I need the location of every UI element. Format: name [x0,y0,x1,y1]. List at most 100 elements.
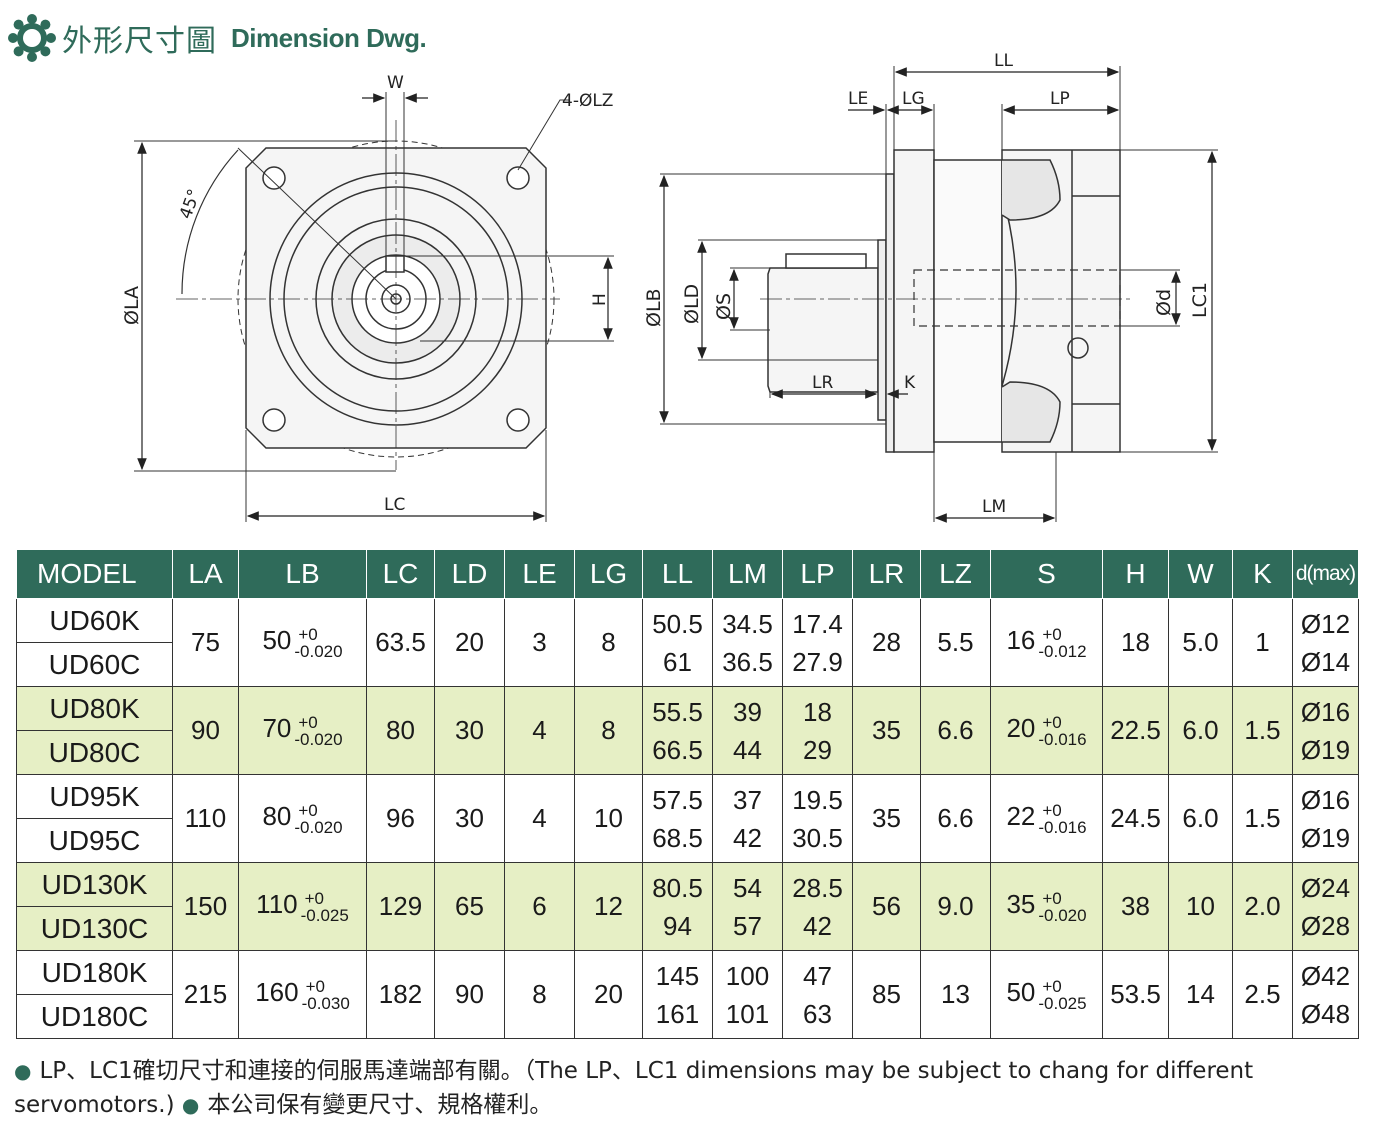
le-cell: 4 [504,686,575,775]
lp-value-k: 47 [803,960,832,991]
lm-value-c: 44 [733,734,762,765]
note-dimension-disclaimer: LP、LC1確切尺寸和連接的伺服馬達端部有關。（The LP、LC1 dimen… [14,1058,1254,1118]
tol-minus: -0.016 [1038,817,1087,837]
lp-value-k: 19.5 [792,784,843,815]
side-label-le: LE [848,89,868,109]
table-header-row: MODEL LA LB LC LD LE LG LL LM LP LR LZ S… [16,549,1359,599]
lm-value-k: 34.5 [722,608,773,639]
k-cell: 2.0 [1232,862,1293,951]
d-value-c: Ø19 [1300,734,1351,765]
side-label-ll: LL [994,51,1013,71]
lr-cell: 28 [852,598,921,687]
s-value: 50 [1006,977,1036,1008]
tol-plus: +0 [1042,624,1062,644]
le-cell: 6 [504,862,575,951]
lb-value: 80 [262,801,292,832]
d-value-c: Ø28 [1300,910,1351,941]
lp-value-c: 27.9 [792,646,843,677]
tol-minus: -0.025 [300,905,349,925]
k-cell: 1.5 [1232,774,1293,863]
s-value: 16 [1006,625,1036,656]
lm-value-c: 101 [725,998,770,1029]
lz-cell: 6.6 [920,686,991,775]
lm-value-k: 37 [733,784,762,815]
front-label-h: H [590,293,610,306]
table-row: UD60C [16,642,1359,687]
lb-tolerance: +0-0.020 [294,626,342,660]
lb-value: 50 [262,625,292,656]
s-tolerance: +0-0.016 [1038,802,1086,836]
lc-cell: 129 [366,862,435,951]
side-label-lc1: LC1 [1189,282,1211,318]
front-label-la: ØLA [121,286,143,325]
d-value-k: Ø42 [1300,960,1351,991]
ld-cell: 30 [434,774,505,863]
tol-plus: +0 [298,712,318,732]
tol-minus: -0.020 [1038,905,1087,925]
table-row: UD80C [16,730,1359,775]
model-cell: UD180C [16,994,173,1039]
tol-minus: -0.030 [301,993,350,1013]
lg-cell: 10 [574,774,643,863]
lp-value-c: 29 [803,734,832,765]
front-label-lc: LC [384,495,405,515]
model-cell: UD80C [16,730,173,775]
side-label-lm: LM [982,497,1006,517]
model-cell: UD95K [16,774,173,819]
s-tolerance: +0-0.012 [1038,626,1086,660]
lb-value: 160 [255,977,299,1008]
front-label-w: W [387,73,404,93]
lc-cell: 96 [366,774,435,863]
lb-tolerance: +0-0.020 [294,802,342,836]
title-english: Dimension Dwg. [231,22,427,53]
dimension-table: MODEL LA LB LC LD LE LG LL LM LP LR LZ S… [16,549,1359,1039]
col-header-dmax: d(max) [1292,549,1359,599]
side-view [660,66,1218,522]
note-rights-reserved: 本公司保有變更尺寸、規格權利。 [207,1092,553,1118]
col-header-le: LE [504,549,575,599]
d-value-k: Ø12 [1300,608,1351,639]
d-value-k: Ø16 [1300,784,1351,815]
lr-cell: 35 [852,686,921,775]
model-cell: UD130C [16,906,173,951]
lp-value-c: 42 [803,910,832,941]
lb-value: 110 [256,889,298,920]
ll-value-c: 94 [663,910,692,941]
le-cell: 3 [504,598,575,687]
side-label-d: Ød [1153,289,1175,316]
lm-value-k: 54 [733,872,762,903]
lm-value-c: 42 [733,822,762,853]
lb-cell: 110+0-0.025 [238,862,367,951]
k-cell: 1 [1232,598,1293,687]
w-cell: 5.0 [1168,598,1233,687]
tol-minus: -0.020 [294,641,343,661]
tol-plus: +0 [305,976,325,996]
bullet-icon: ● [181,1093,200,1117]
lr-cell: 56 [852,862,921,951]
tol-minus: -0.016 [1038,729,1087,749]
col-header-model: MODEL [16,549,173,599]
s-cell: 20+0-0.016 [990,686,1103,775]
w-cell: 6.0 [1168,774,1233,863]
lr-cell: 35 [852,774,921,863]
model-cell: UD60K [16,598,173,643]
lb-tolerance: +0-0.030 [302,978,350,1012]
model-cell: UD60C [16,642,173,687]
col-header-w: W [1168,549,1233,599]
bullet-icon: ● [14,1059,32,1083]
